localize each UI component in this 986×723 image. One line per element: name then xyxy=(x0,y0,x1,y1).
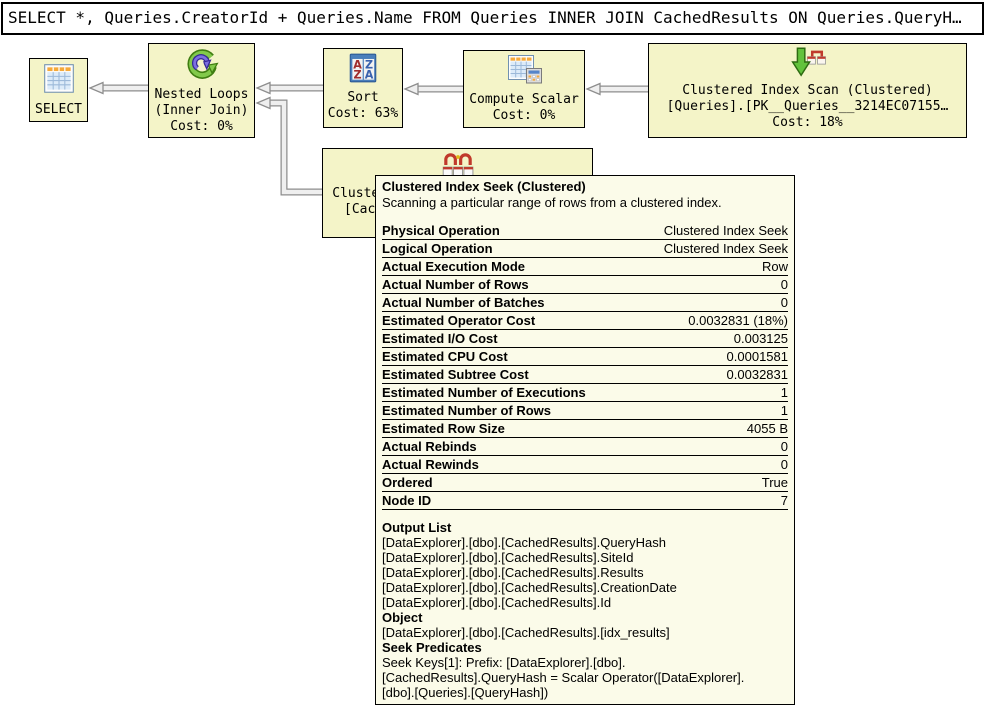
object-value: [DataExplorer].[dbo].[CachedResults].[id… xyxy=(382,625,670,640)
tooltip-description: Scanning a particular range of rows from… xyxy=(382,195,722,210)
output-list-item: [DataExplorer].[dbo].[CachedResults].Sit… xyxy=(382,550,634,565)
seek-predicates-text: [CachedResults].QueryHash = Scalar Opera… xyxy=(382,670,745,685)
compute-scalar-icon xyxy=(504,53,544,92)
output-list-item: [DataExplorer].[dbo].[CachedResults].Res… xyxy=(382,565,644,580)
node-label: SELECT xyxy=(35,102,82,117)
node-label: Compute Scalar xyxy=(469,92,579,107)
node-sublabel: (Inner Join) xyxy=(154,103,249,118)
seek-predicates-heading: Seek Predicates xyxy=(382,640,482,655)
tooltip-title: Clustered Index Seek (Clustered) xyxy=(382,179,586,194)
svg-text:A: A xyxy=(365,69,374,82)
operator-tooltip: Clustered Index Seek (Clustered) Scannin… xyxy=(375,175,795,705)
svg-text:A: A xyxy=(353,59,362,72)
node-object: [Queries].[PK__Queries__3214EC07155… xyxy=(666,99,949,114)
node-cost: Cost: 0% xyxy=(492,108,556,123)
plan-node-sort[interactable]: A Z Z A Sort Cost: 63% xyxy=(323,48,403,128)
node-cost: Cost: 63% xyxy=(327,106,399,121)
nested-loops-icon xyxy=(184,46,220,87)
output-list-item: [DataExplorer].[dbo].[CachedResults].Que… xyxy=(382,535,666,550)
node-cost: Cost: 0% xyxy=(170,119,233,134)
index-seek-icon xyxy=(440,151,476,186)
query-statement-bar[interactable]: SELECT *, Queries.CreatorId + Queries.Na… xyxy=(1,2,984,35)
svg-text:Z: Z xyxy=(354,69,362,82)
node-cost: Cost: 18% xyxy=(772,115,843,130)
index-scan-icon xyxy=(790,46,826,83)
sort-icon: A Z Z A xyxy=(346,51,380,90)
output-list-heading: Output List xyxy=(382,520,452,535)
plan-node-clustered-index-scan[interactable]: Clustered Index Scan (Clustered) [Querie… xyxy=(648,43,967,138)
seek-predicates-text: Seek Keys[1]: Prefix: [DataExplorer].[db… xyxy=(382,655,626,670)
seek-predicates-text: [dbo].[Queries].[QueryHash]) xyxy=(382,685,549,700)
svg-text:Z: Z xyxy=(365,59,373,72)
node-label: Sort xyxy=(347,90,379,105)
result-table-icon xyxy=(41,61,77,102)
node-label: Nested Loops xyxy=(154,87,249,102)
output-list-item: [DataExplorer].[dbo].[CachedResults].Id xyxy=(382,595,612,610)
plan-node-compute-scalar[interactable]: Compute Scalar Cost: 0% xyxy=(463,50,585,128)
output-list-item: [DataExplorer].[dbo].[CachedResults].Cre… xyxy=(382,580,677,595)
plan-node-select[interactable]: SELECT xyxy=(29,58,88,122)
object-heading: Object xyxy=(382,610,423,625)
node-label: Clustered Index Scan (Clustered) xyxy=(682,83,933,98)
plan-node-nested-loops[interactable]: Nested Loops (Inner Join) Cost: 0% xyxy=(148,43,255,138)
